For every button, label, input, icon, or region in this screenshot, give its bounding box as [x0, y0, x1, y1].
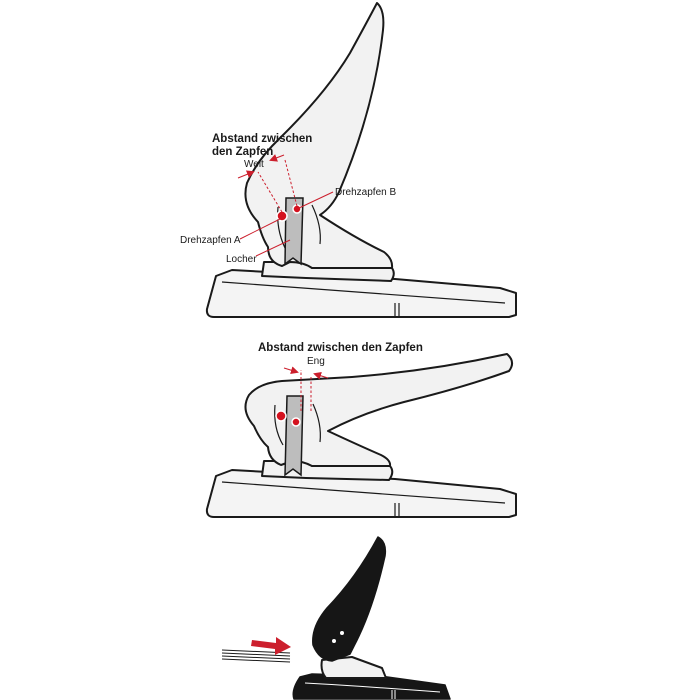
label-weit: Weit [244, 159, 264, 170]
dark-base [292, 673, 451, 700]
handle-inner-1 [277, 204, 321, 249]
weit-arrow-right [269, 154, 285, 162]
label-eng: Eng [307, 356, 325, 367]
leader-pivot-b [298, 191, 334, 209]
weit-arrow-left [237, 170, 255, 179]
pivot-a-2 [275, 410, 287, 422]
label-locher: Locher [226, 254, 257, 265]
handle-1 [244, 2, 394, 269]
handle-inner-2 [274, 403, 321, 446]
dark-pivot-1 [340, 631, 344, 635]
punch-pin-2 [284, 395, 304, 477]
diagram1-title-line2: den Zapfen [212, 146, 273, 158]
pivot-a-1 [276, 210, 288, 222]
dark-pivot-2 [332, 639, 336, 643]
diagram-paper-insert [221, 536, 451, 700]
diagram-closed-narrow: Abstand zwischen den Zapfen Eng [205, 342, 517, 518]
guide-a-1 [257, 171, 283, 213]
base-slot-2 [394, 503, 400, 517]
insert-arrow [251, 637, 291, 655]
punch-pin-1 [284, 197, 304, 266]
diagram-open-wide: Abstand zwischen den Zapfen Weit Drehzap… [180, 2, 517, 318]
base-slope-2 [221, 481, 506, 504]
light-die [320, 656, 387, 679]
base-plate-1 [205, 269, 517, 318]
diagram1-title-line1: Abstand zwischen [212, 133, 312, 145]
pivot-b-2 [291, 417, 301, 427]
base-slope-1 [221, 281, 506, 304]
pivot-b-1 [292, 204, 302, 214]
eng-arrow-left [283, 366, 299, 375]
base-slot-1 [394, 303, 400, 317]
label-pivot-a: Drehzapfen A [180, 235, 241, 246]
leader-locher [255, 239, 291, 257]
leader-pivot-a [239, 218, 281, 240]
label-pivot-b: Drehzapfen B [335, 187, 396, 198]
eng-arrow-right [313, 371, 329, 380]
diagram2-title: Abstand zwischen den Zapfen [258, 342, 423, 354]
dark-handle [312, 536, 387, 662]
guide-b-1 [284, 159, 298, 207]
dark-base-highlight [304, 682, 441, 693]
dark-base-slot [391, 690, 396, 699]
base-plate-2 [205, 469, 517, 518]
